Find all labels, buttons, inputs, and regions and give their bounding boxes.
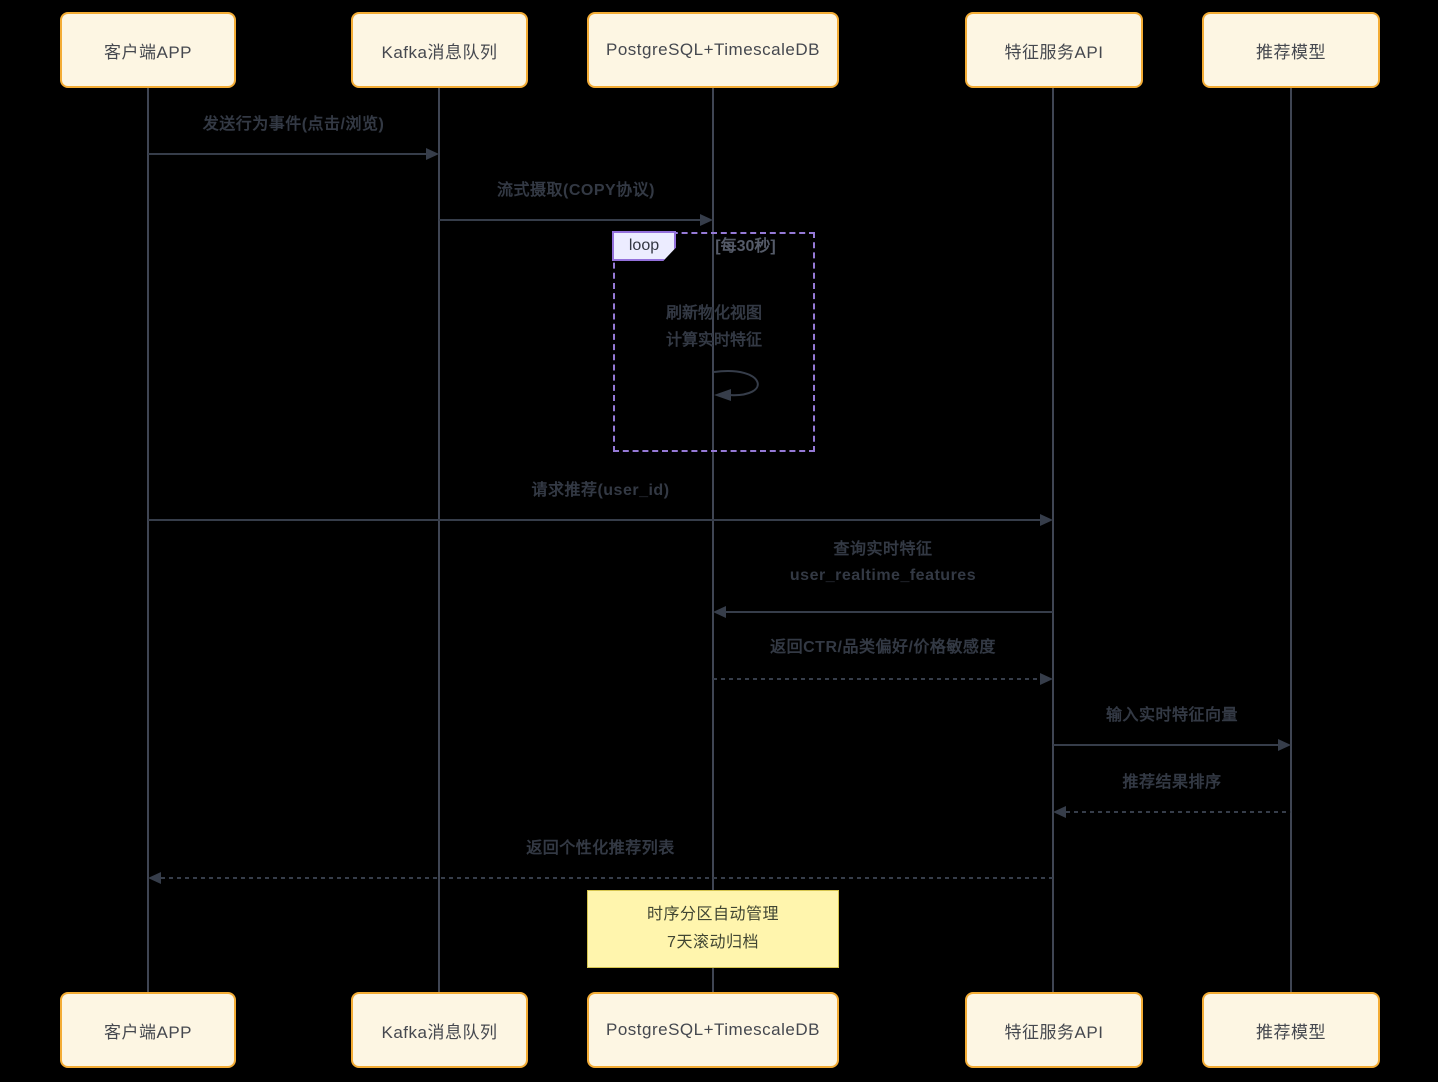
message-label-line1: 查询实时特征 xyxy=(833,541,933,558)
actor-label: PostgreSQL+TimescaleDB xyxy=(606,40,820,59)
actor-label: 客户端APP xyxy=(103,42,193,62)
self-loop-arrow xyxy=(713,370,759,401)
message-arrow-request-recommend xyxy=(148,519,1040,521)
message-arrow-return-list xyxy=(161,877,1053,879)
arrowhead-right-icon xyxy=(700,214,713,226)
actor-label: Kafka消息队列 xyxy=(381,42,498,62)
actor-top-kafka: Kafka消息队列 xyxy=(351,12,528,88)
message-label-rank-results: 推荐结果排序 xyxy=(1122,774,1222,791)
loop-body-line2: 计算实时特征 xyxy=(665,332,762,349)
message-arrow-rank-results xyxy=(1066,811,1291,813)
lifeline-kafka xyxy=(438,88,440,992)
loop-frame xyxy=(613,232,815,452)
actor-label: Kafka消息队列 xyxy=(381,1022,498,1042)
actor-label: 特征服务API xyxy=(1004,1022,1104,1042)
actor-label: 特征服务API xyxy=(1004,42,1104,62)
message-label-return-list: 返回个性化推荐列表 xyxy=(526,840,675,857)
actor-top-client-app: 客户端APP xyxy=(60,12,236,88)
message-label-input-vector: 输入实时特征向量 xyxy=(1105,707,1238,724)
message-label-return-ctr: 返回CTR/品类偏好/价格敏感度 xyxy=(770,639,996,656)
note-line2: 7天滚动归档 xyxy=(667,934,759,951)
actor-top-feature-api: 特征服务API xyxy=(965,12,1143,88)
message-arrow-query-features xyxy=(726,611,1053,613)
actor-label: 客户端APP xyxy=(103,1022,193,1042)
actor-bottom-kafka: Kafka消息队列 xyxy=(351,992,528,1068)
message-arrow-send-events xyxy=(148,153,426,155)
actor-top-postgresql: PostgreSQL+TimescaleDB xyxy=(587,12,839,88)
loop-keyword-label: loop xyxy=(612,231,676,261)
actor-label: 推荐模型 xyxy=(1256,1022,1326,1042)
lifeline-postgresql xyxy=(712,88,714,992)
arrowhead-left-icon xyxy=(1053,806,1066,818)
message-label-request-recommend: 请求推荐(user_id) xyxy=(531,482,670,499)
arrowhead-right-icon xyxy=(1040,673,1053,685)
message-label-query-features: 查询实时特征 user_realtime_features xyxy=(713,537,1053,589)
actor-bottom-feature-api: 特征服务API xyxy=(965,992,1143,1068)
actor-bottom-postgresql: PostgreSQL+TimescaleDB xyxy=(587,992,839,1068)
note-timescale-partition: 时序分区自动管理 7天滚动归档 xyxy=(587,890,839,968)
actor-top-recommend-model: 推荐模型 xyxy=(1202,12,1380,88)
lifeline-feature-api xyxy=(1052,88,1054,992)
actor-label: 推荐模型 xyxy=(1256,42,1326,62)
arrowhead-right-icon xyxy=(1278,739,1291,751)
arrowhead-right-icon xyxy=(1040,514,1053,526)
message-label-send-events: 发送行为事件(点击/浏览) xyxy=(202,116,385,133)
actor-bottom-client-app: 客户端APP xyxy=(60,992,236,1068)
arrowhead-right-icon xyxy=(426,148,439,160)
lifeline-recommend-model xyxy=(1290,88,1292,992)
message-arrow-stream-ingest xyxy=(439,219,700,221)
note-line1: 时序分区自动管理 xyxy=(646,906,779,923)
lifeline-client-app xyxy=(147,88,149,992)
message-arrow-input-vector xyxy=(1053,744,1278,746)
message-label-stream-ingest: 流式摄取(COPY协议) xyxy=(496,182,655,199)
loop-body-label: 刷新物化视图 计算实时特征 xyxy=(613,300,815,354)
message-label-line2: user_realtime_features xyxy=(789,567,977,584)
message-arrow-return-ctr xyxy=(713,678,1040,680)
arrowhead-left-icon xyxy=(148,872,161,884)
loop-body-line1: 刷新物化视图 xyxy=(665,305,762,322)
loop-condition-label: [每30秒] xyxy=(715,238,776,255)
arrowhead-left-icon xyxy=(713,606,726,618)
actor-bottom-recommend-model: 推荐模型 xyxy=(1202,992,1380,1068)
actor-label: PostgreSQL+TimescaleDB xyxy=(606,1020,820,1039)
